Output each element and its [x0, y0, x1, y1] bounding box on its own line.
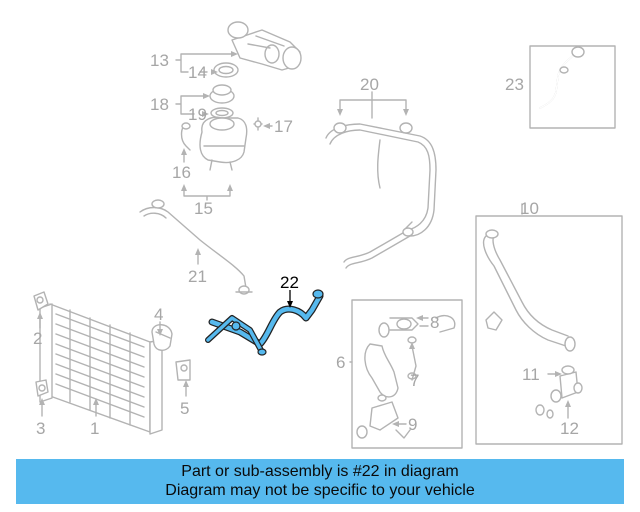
info-banner: Part or sub-assembly is #22 in diagram D…: [16, 459, 624, 504]
reservoir-cap-part: [209, 84, 235, 104]
callout-22: 22: [280, 273, 299, 292]
callout-20: 20: [360, 75, 379, 94]
callout-8: 8: [430, 313, 439, 332]
o-ring-part: [210, 107, 234, 119]
radiator-mount-upper-part: [33, 291, 49, 311]
callout-2: 2: [33, 329, 42, 348]
callout-9: 9: [408, 415, 417, 434]
leader-7: [411, 345, 417, 381]
banner-line-part: Part or sub-assembly is #22 in diagram: [181, 463, 459, 480]
callout-12: 12: [560, 419, 579, 438]
small-hose-part: [539, 46, 585, 109]
leader-23-box: [529, 45, 616, 129]
callout-11: 11: [522, 365, 540, 384]
callout-3: 3: [36, 419, 45, 438]
radiator-bracket-part: [175, 359, 191, 381]
callout-23: 23: [505, 75, 524, 94]
callout-1: 1: [90, 419, 99, 438]
callout-6: 6: [336, 353, 345, 372]
callout-17: 17: [274, 117, 293, 136]
screw-part: [253, 117, 263, 131]
highlighted-coolant-pipe-part-22: [205, 289, 324, 356]
expansion-tank-part: [199, 116, 248, 171]
radiator-mount-lower-part: [35, 379, 49, 397]
rubber-bushing-part: [151, 324, 173, 351]
sub-assembly-box-6: [351, 299, 463, 449]
radiator-hose-part: [482, 229, 576, 352]
leader-15: [183, 187, 231, 201]
o-ring-seals-part: [535, 404, 554, 419]
radiator-part: [39, 303, 163, 435]
thermostat-housing-part: [227, 21, 302, 71]
sub-assembly-box-10: [475, 215, 623, 445]
callout-18: 18: [150, 95, 169, 114]
callout-7: 7: [410, 371, 419, 390]
callout-5: 5: [180, 399, 189, 418]
gasket-ring-part: [213, 62, 239, 78]
callout-16: 16: [172, 163, 191, 182]
coolant-hose-assembly-part: [325, 122, 437, 269]
callout-4: 4: [154, 305, 163, 324]
water-pump-hoses-part: [356, 314, 456, 439]
callout-10: 10: [520, 199, 539, 218]
callout-14: 14: [188, 63, 207, 82]
callout-21: 21: [188, 267, 207, 286]
leader-20: [339, 91, 407, 119]
callout-19: 19: [188, 105, 207, 124]
callout-15: 15: [194, 199, 213, 218]
bleed-hose-part: [139, 199, 253, 295]
hose-connector-part: [550, 365, 583, 403]
callout-13: 13: [150, 51, 169, 70]
hose-clip-part: [180, 122, 191, 151]
leader-13: [175, 53, 233, 73]
banner-line-disclaimer: Diagram may not be specific to your vehi…: [165, 482, 475, 499]
